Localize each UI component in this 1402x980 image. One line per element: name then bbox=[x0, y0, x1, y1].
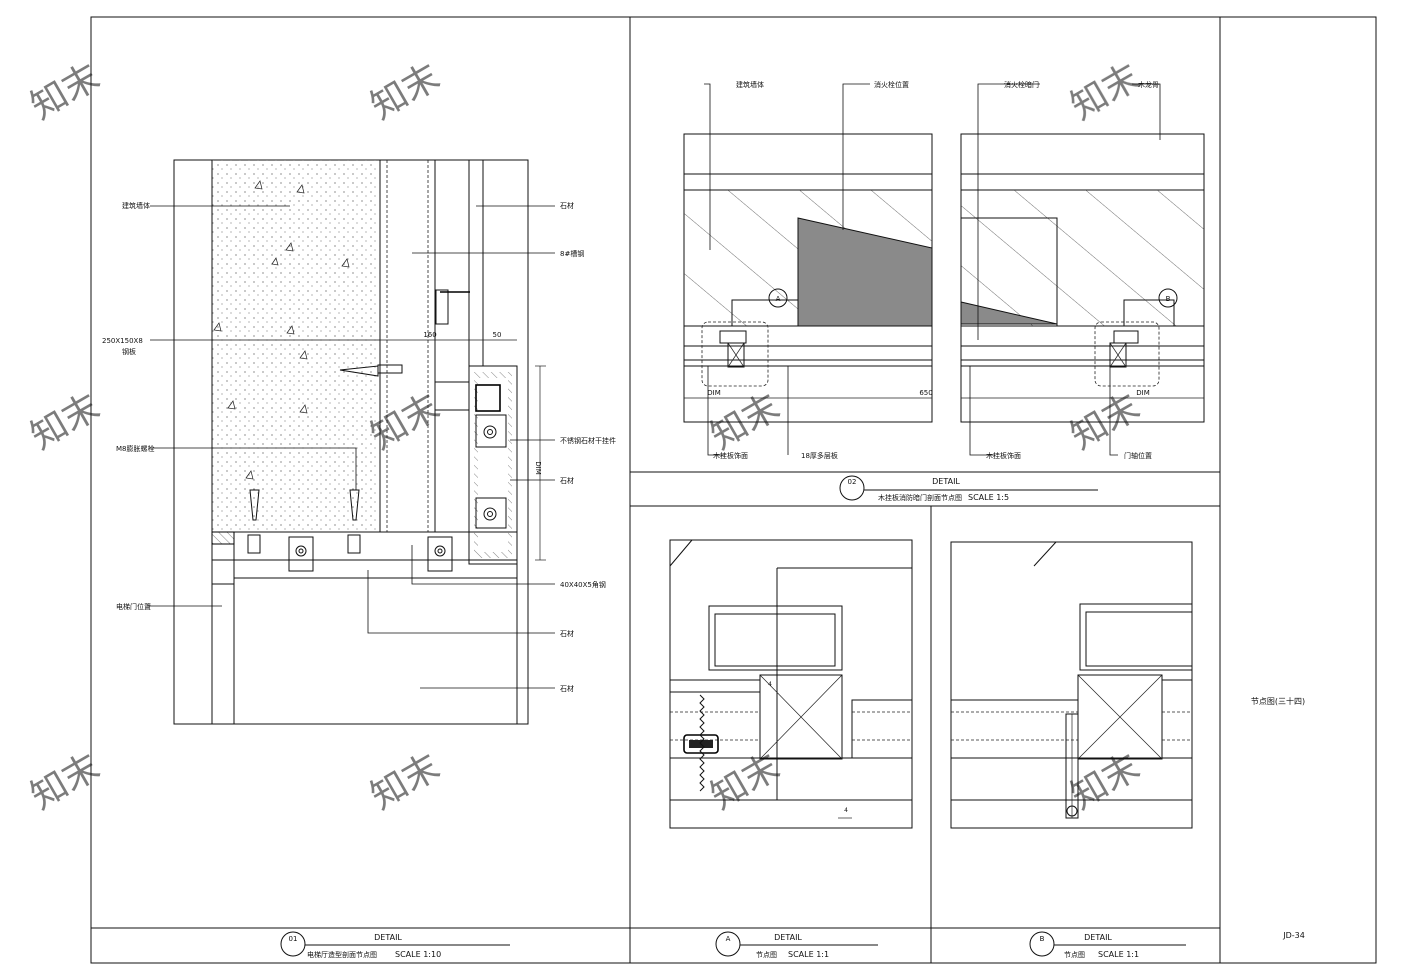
watermark: 知末 bbox=[364, 56, 447, 128]
label-02-structure: 建筑墙体 bbox=[736, 80, 764, 89]
label-02-door-shaft: 门轴位置 bbox=[1124, 451, 1152, 460]
label-02-plywood: 18厚多层板 bbox=[801, 451, 838, 460]
detail-01-word: DETAIL bbox=[374, 933, 402, 942]
detail-b-bubble: B bbox=[1040, 935, 1045, 943]
detail-02-left-panel: A DIM 650 bbox=[683, 133, 933, 423]
label-angle-steel: 40X40X5角钢 bbox=[560, 580, 606, 589]
detail-02-name: 木挂板消防暗门剖面节点图 bbox=[878, 493, 962, 502]
detail-b-scale: SCALE 1:1 bbox=[1098, 950, 1139, 959]
detail-b-name: 节点图 bbox=[1064, 951, 1085, 959]
watermark: 知末 bbox=[24, 56, 107, 128]
label-stone-hanger: 不锈钢石材干挂件 bbox=[560, 436, 616, 445]
callout-a: A bbox=[776, 295, 781, 303]
watermark: 知末 bbox=[24, 746, 107, 818]
label-02-hydrant: 消火栓位置 bbox=[874, 80, 909, 89]
detail-01-labels: 建筑墙体 石材 8#槽钢 250X150X8 钢板 M8膨胀螺栓 不锈钢石材干挂… bbox=[102, 201, 616, 693]
title-block: 节点图(三十四) JD-34 bbox=[1251, 696, 1305, 940]
detail-a-dim-bottom: 4 bbox=[844, 807, 848, 814]
label-elevator-door: 电梯门位置 bbox=[116, 602, 151, 611]
label-02-hydrant-door: 消火栓暗门 bbox=[1004, 80, 1039, 89]
detail-a-dim-top: 4 bbox=[768, 681, 772, 688]
detail-b-title: B DETAIL 节点图 SCALE 1:1 bbox=[1029, 931, 1186, 959]
detail-b-word: DETAIL bbox=[1084, 933, 1112, 942]
concrete-triangles bbox=[213, 180, 350, 480]
label-02-wood-face-left: 木挂板饰面 bbox=[713, 451, 748, 460]
detail-a-word: DETAIL bbox=[774, 933, 802, 942]
detail-01-leaders bbox=[148, 205, 555, 689]
detail-a-scale: SCALE 1:1 bbox=[788, 950, 829, 959]
detail-02-bubble: 02 bbox=[848, 478, 857, 486]
label-channel-steel: 8#槽钢 bbox=[560, 249, 584, 258]
label-steel-plate-sub: 钢板 bbox=[122, 347, 136, 356]
detail-02-scale: SCALE 1:5 bbox=[968, 493, 1009, 502]
detail-02-title: 02 DETAIL 木挂板消防暗门剖面节点图 SCALE 1:5 bbox=[839, 475, 1098, 502]
detail-01-title: 01 DETAIL 电梯厅造型剖面节点图 SCALE 1:10 bbox=[280, 931, 510, 959]
sheet-number: JD-34 bbox=[1282, 931, 1305, 940]
detail-a-title: A DETAIL 节点图 SCALE 1:1 bbox=[715, 931, 878, 959]
detail-01-scale: SCALE 1:10 bbox=[395, 950, 441, 959]
detail-01-dim: DIM bbox=[534, 461, 542, 475]
label-stone-mid: 石材 bbox=[560, 476, 574, 485]
label-structure-wall: 建筑墙体 bbox=[122, 201, 150, 210]
watermark: 知末 bbox=[1064, 56, 1147, 128]
detail-01-dim-160: 160 bbox=[423, 331, 436, 339]
watermark: 知末 bbox=[704, 386, 787, 458]
sheet-frame bbox=[90, 16, 1377, 964]
detail-02-dim-650: 650 bbox=[919, 389, 932, 397]
sheet-title: 节点图(三十四) bbox=[1251, 696, 1305, 706]
watermark: 知末 bbox=[1064, 746, 1147, 818]
detail-01-drawing: DIM 160 50 bbox=[173, 159, 546, 725]
detail-a-drawing: 4 4 bbox=[669, 539, 913, 829]
label-m8-bolt: M8膨胀螺栓 bbox=[116, 444, 155, 453]
watermark: 知末 bbox=[24, 386, 107, 458]
detail-a-name: 节点图 bbox=[756, 951, 777, 959]
detail-02-dim-right: DIM bbox=[1136, 389, 1150, 397]
detail-02-leaders bbox=[704, 83, 1161, 456]
label-02-wood-face-right: 木挂板饰面 bbox=[986, 451, 1021, 460]
detail-01-name: 电梯厅造型剖面节点图 bbox=[307, 950, 377, 959]
detail-02-word: DETAIL bbox=[932, 477, 960, 486]
detail-02-right-panel: B DIM bbox=[960, 133, 1205, 423]
detail-02-labels: 建筑墙体 消火栓位置 消火栓暗门 木龙骨 木挂板饰面 18厚多层板 木挂板饰面 … bbox=[713, 80, 1159, 460]
label-steel-plate: 250X150X8 bbox=[102, 337, 143, 345]
detail-01-dim-50: 50 bbox=[493, 331, 502, 339]
callout-b: B bbox=[1166, 295, 1171, 303]
detail-02-dim-left: DIM bbox=[707, 389, 721, 397]
label-02-wood-keel: 木龙骨 bbox=[1138, 80, 1159, 89]
label-stone-bottom: 石材 bbox=[560, 684, 574, 693]
label-stone-low: 石材 bbox=[560, 629, 574, 638]
detail-a-bubble: A bbox=[726, 935, 731, 943]
detail-01-bubble: 01 bbox=[289, 935, 298, 943]
watermark: 知末 bbox=[364, 746, 447, 818]
watermark: 知末 bbox=[704, 746, 787, 818]
label-stone-top: 石材 bbox=[560, 201, 574, 210]
detail-b-drawing bbox=[950, 541, 1193, 829]
watermark: 知末 bbox=[1064, 386, 1147, 458]
